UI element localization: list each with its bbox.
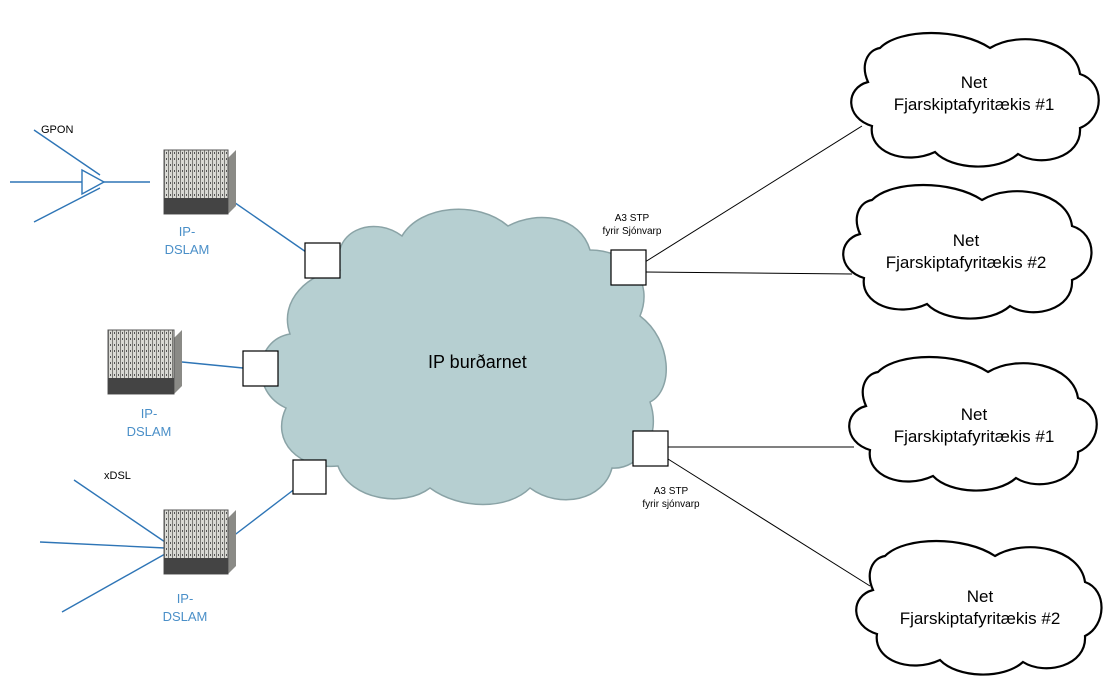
port-box — [632, 430, 669, 467]
operator-links — [644, 125, 871, 587]
xdsl-lines — [39, 479, 166, 613]
gpon-splitter-icon — [81, 168, 106, 196]
dslam-rack-icon — [163, 149, 236, 215]
dslam-links — [181, 197, 307, 541]
gpon-fiber — [10, 129, 150, 223]
operator-label: Net Fjarskiptafyritækis #2 — [899, 587, 1061, 628]
xdsl-label: xDSL — [104, 470, 131, 482]
stp-label: A3 STP fyrir sjónvarp — [642, 486, 700, 510]
dslam-label: IP- DSLAM — [164, 224, 210, 257]
core-ports — [242, 242, 669, 495]
dslam-label: IP- DSLAM — [126, 406, 172, 439]
gpon-label: GPON — [41, 124, 74, 136]
port-box — [242, 350, 279, 387]
operator-cloud — [850, 31, 1100, 168]
operator-cloud — [842, 183, 1093, 320]
dslam-rack-icon — [107, 329, 182, 395]
operator-cloud — [855, 539, 1103, 676]
operator-label: Net Fjarskiptafyritækis #1 — [893, 73, 1055, 114]
core-cloud — [260, 208, 667, 506]
operator-label: Net Fjarskiptafyritækis #2 — [885, 231, 1047, 272]
operator-clouds — [842, 31, 1103, 676]
dslam-label: IP- DSLAM — [162, 591, 208, 624]
port-box — [292, 459, 327, 495]
stp-label: A3 STP fyrir Sjónvarp — [602, 213, 662, 237]
operator-label: Net Fjarskiptafyritækis #1 — [893, 405, 1055, 446]
dslam-rack-icon — [163, 509, 236, 575]
port-box — [304, 242, 341, 279]
core-label: IP burðarnet — [428, 352, 527, 372]
port-box — [610, 249, 647, 286]
operator-cloud — [848, 355, 1098, 492]
